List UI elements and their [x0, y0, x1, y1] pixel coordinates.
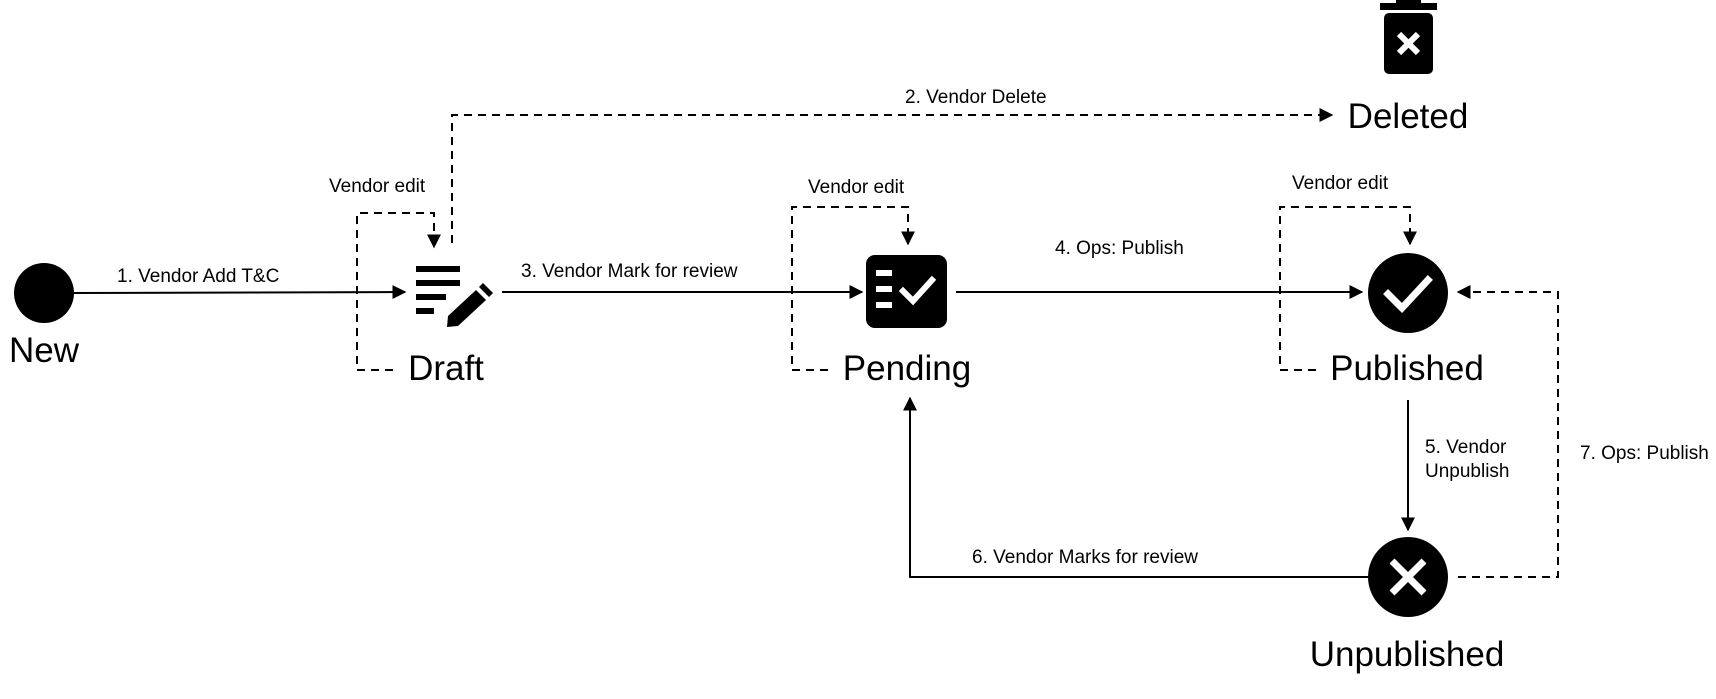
- edge-unpublished-to-published: [1456, 285, 1559, 578]
- state-label-deleted: Deleted: [1348, 97, 1469, 136]
- check-circle-icon: [1368, 253, 1448, 333]
- edge-label-t1: 1. Vendor Add T&C: [117, 266, 279, 287]
- self-loop-label-pending: Vendor edit: [808, 177, 905, 198]
- edge-label-t4: 4. Ops: Publish: [1055, 238, 1184, 259]
- self-loop-published: [1279, 206, 1417, 371]
- edit-note-icon: [416, 266, 493, 327]
- state-label-unpublished: Unpublished: [1310, 635, 1505, 674]
- edge-unpublished-to-pending: [903, 396, 1368, 578]
- edge-label-t5-line2: Unpublish: [1425, 461, 1510, 482]
- state-label-new: New: [9, 331, 80, 370]
- self-loop-label-draft: Vendor edit: [329, 176, 426, 197]
- state-label-draft: Draft: [408, 349, 484, 388]
- edge-label-t3: 3. Vendor Mark for review: [521, 261, 738, 282]
- self-loop-label-published: Vendor edit: [1292, 173, 1389, 194]
- edge-label-t7: 7. Ops: Publish: [1580, 443, 1709, 464]
- state-label-published: Published: [1330, 349, 1484, 388]
- self-loop-draft: [356, 212, 441, 371]
- trash-icon: [1380, 0, 1437, 74]
- edge-new-to-draft: [69, 285, 407, 300]
- state-label-pending: Pending: [843, 349, 971, 388]
- start-node: [14, 263, 74, 323]
- edge-label-t6: 6. Vendor Marks for review: [972, 547, 1198, 568]
- edge-label-t5-line1: 5. Vendor: [1425, 437, 1507, 458]
- self-loop-pending: [791, 206, 915, 371]
- edge-draft-to-deleted: [451, 108, 1334, 243]
- edge-label-t2: 2. Vendor Delete: [905, 87, 1047, 108]
- cancel-circle-icon: [1368, 537, 1448, 617]
- checklist-icon: [866, 255, 947, 328]
